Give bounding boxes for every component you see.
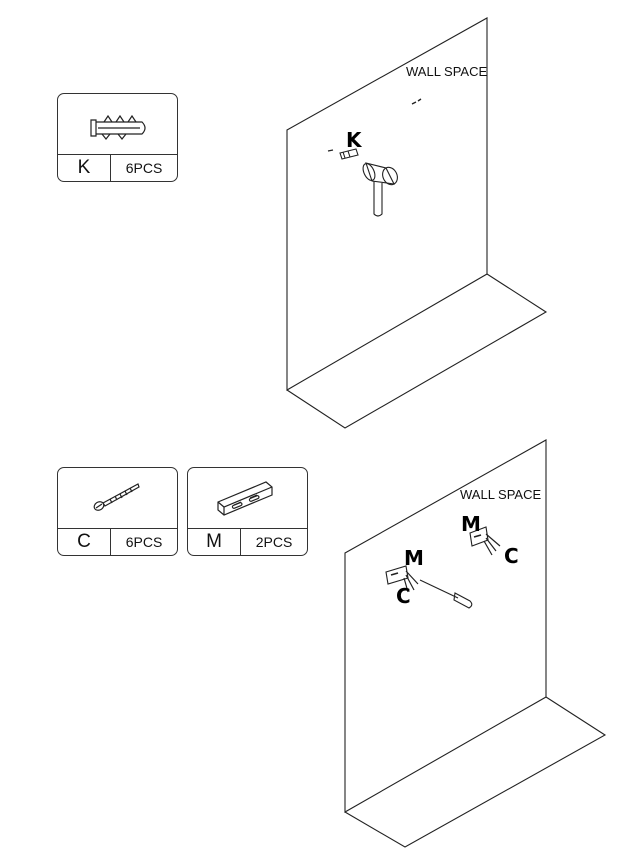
part-quantity: 6PCS bbox=[125, 160, 163, 176]
step2-wall-label: WALL SPACE bbox=[460, 487, 542, 502]
step2-floor bbox=[344, 696, 607, 848]
part-quantity: 6PCS bbox=[125, 534, 163, 550]
mounting-bracket-icon bbox=[188, 468, 307, 528]
step1-anchor-k bbox=[327, 148, 359, 160]
part-letter: C bbox=[58, 529, 111, 555]
wall-plug-anchor-icon bbox=[58, 94, 177, 154]
part-card-c: C 6PCS bbox=[57, 467, 178, 556]
callout-k: K bbox=[346, 128, 363, 152]
part-card-k: K 6PCS bbox=[57, 93, 178, 182]
callout-c-left: C bbox=[396, 584, 411, 608]
part-card-c-footer: C 6PCS bbox=[58, 528, 177, 555]
part-letter: M bbox=[188, 529, 241, 555]
part-quantity: 2PCS bbox=[255, 534, 293, 550]
screw-icon bbox=[58, 468, 177, 528]
callout-m-left: M bbox=[404, 546, 424, 570]
callout-m-right: M bbox=[461, 512, 481, 536]
part-card-m: M 2PCS bbox=[187, 467, 308, 556]
part-letter: K bbox=[58, 155, 111, 181]
step1-floor bbox=[286, 273, 548, 429]
step2-bracket-right bbox=[469, 526, 501, 556]
part-card-k-footer: K 6PCS bbox=[58, 154, 177, 181]
hammer-icon bbox=[362, 162, 398, 217]
step1-wall-label: WALL SPACE bbox=[406, 64, 488, 79]
step2-bracket-left bbox=[385, 565, 473, 609]
part-card-m-footer: M 2PCS bbox=[188, 528, 307, 555]
callout-c-right: C bbox=[504, 544, 519, 568]
